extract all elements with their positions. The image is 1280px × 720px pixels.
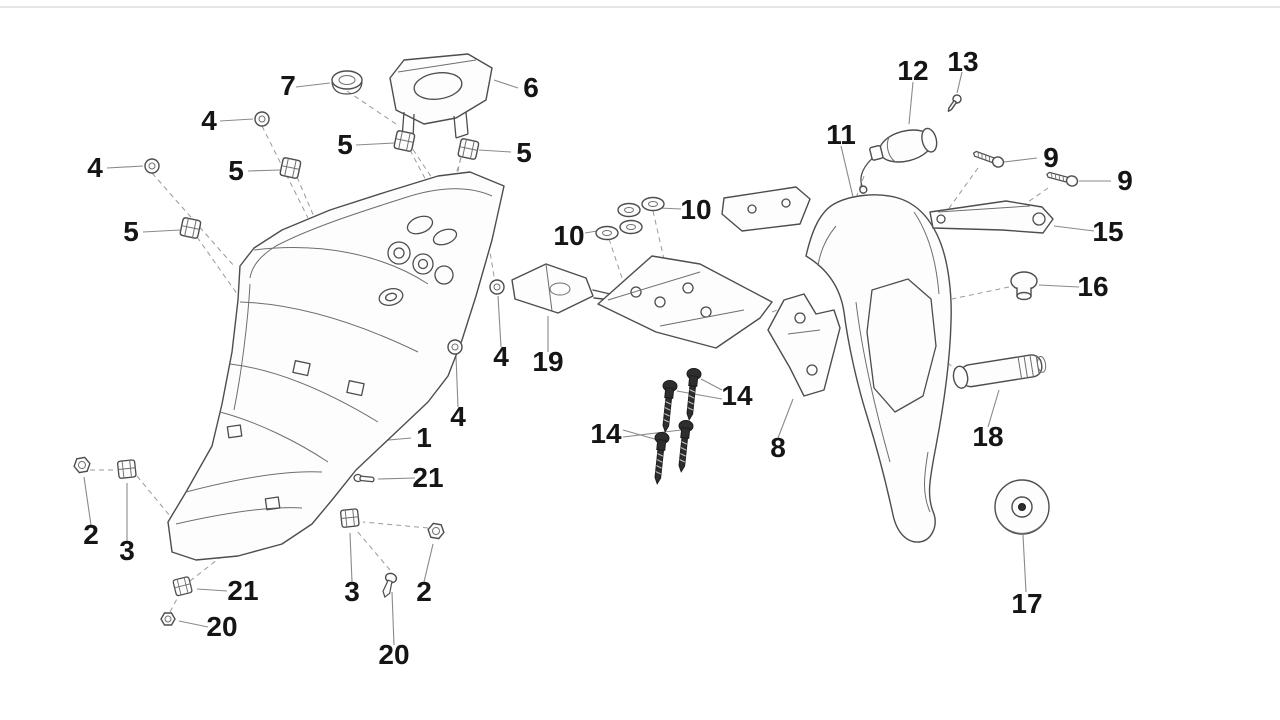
screw-small bbox=[947, 94, 962, 112]
part-label-8: 8 bbox=[770, 432, 786, 463]
part-label-4: 4 bbox=[201, 105, 217, 136]
tapping-screw bbox=[378, 571, 399, 600]
stay-bracket bbox=[767, 293, 841, 397]
screw-fastener bbox=[489, 279, 505, 295]
panel-cutouts bbox=[378, 215, 458, 306]
part-label-14: 14 bbox=[721, 380, 753, 411]
clip-nut bbox=[179, 216, 202, 240]
part-label-9: 9 bbox=[1117, 165, 1133, 196]
leader-lines bbox=[83, 71, 1111, 646]
hex-bolt bbox=[426, 522, 446, 540]
rubber-plug bbox=[1010, 271, 1038, 301]
clip-nut bbox=[279, 156, 302, 180]
mounting-plate bbox=[597, 255, 773, 349]
part-label-10: 10 bbox=[680, 194, 711, 225]
part-label-2: 2 bbox=[83, 519, 99, 550]
reflector-stalk bbox=[952, 354, 1047, 389]
part-label-21: 21 bbox=[412, 462, 443, 493]
part-label-5: 5 bbox=[123, 216, 139, 247]
retainer-clip bbox=[172, 575, 194, 597]
clip-nut bbox=[457, 137, 480, 161]
clip-nut bbox=[393, 129, 416, 153]
part-label-16: 16 bbox=[1077, 271, 1108, 302]
part-label-4: 4 bbox=[493, 341, 509, 372]
screw-fastener bbox=[254, 111, 270, 127]
grommet bbox=[619, 219, 643, 235]
part-label-7: 7 bbox=[280, 70, 296, 101]
socket-bolt bbox=[673, 419, 695, 473]
part-label-4: 4 bbox=[87, 152, 103, 183]
part-label-5: 5 bbox=[337, 129, 353, 160]
screw-fastener bbox=[447, 339, 463, 355]
part-label-11: 11 bbox=[826, 119, 856, 150]
speed-clip bbox=[116, 459, 137, 480]
machine-screw bbox=[971, 147, 1006, 170]
part-label-9: 9 bbox=[1043, 142, 1059, 173]
grommet bbox=[641, 196, 665, 212]
pin-fastener bbox=[353, 473, 375, 484]
part-label-1: 1 bbox=[416, 422, 432, 453]
part-label-20: 20 bbox=[378, 639, 409, 670]
part-label-19: 19 bbox=[532, 346, 563, 377]
part-label-5: 5 bbox=[516, 137, 532, 168]
part-label-2: 2 bbox=[416, 576, 432, 607]
part-label-15: 15 bbox=[1092, 216, 1123, 247]
part-label-3: 3 bbox=[344, 576, 360, 607]
part-label-12: 12 bbox=[897, 55, 928, 86]
part-label-20: 20 bbox=[206, 611, 237, 642]
speed-clip bbox=[339, 508, 360, 529]
tail-light-unit bbox=[859, 127, 938, 194]
part-label-3: 3 bbox=[119, 535, 135, 566]
socket-bolt bbox=[649, 431, 671, 485]
part-label-14: 14 bbox=[590, 418, 622, 449]
tail-cowl-bracket bbox=[389, 53, 493, 141]
rear-fender bbox=[721, 186, 952, 543]
license-lamp bbox=[511, 263, 615, 314]
grommet bbox=[617, 202, 641, 218]
flange-nut bbox=[160, 612, 176, 626]
part-label-6: 6 bbox=[523, 72, 539, 103]
reflector-disc bbox=[994, 479, 1050, 535]
part-label-4: 4 bbox=[450, 401, 466, 432]
rear-center-panel bbox=[167, 171, 505, 561]
part-label-10: 10 bbox=[553, 220, 584, 251]
part-label-18: 18 bbox=[972, 421, 1003, 452]
part-label-21: 21 bbox=[227, 575, 258, 606]
side-bracket-arm bbox=[929, 200, 1054, 234]
socket-bolt bbox=[681, 367, 703, 421]
rubber-cap bbox=[331, 70, 363, 95]
part-label-17: 17 bbox=[1011, 588, 1042, 619]
socket-bolt bbox=[657, 379, 679, 433]
hex-bolt bbox=[72, 456, 92, 474]
grommet bbox=[595, 225, 619, 241]
screw-fastener bbox=[144, 158, 160, 174]
part-label-5: 5 bbox=[228, 155, 244, 186]
part-label-13: 13 bbox=[947, 46, 978, 77]
